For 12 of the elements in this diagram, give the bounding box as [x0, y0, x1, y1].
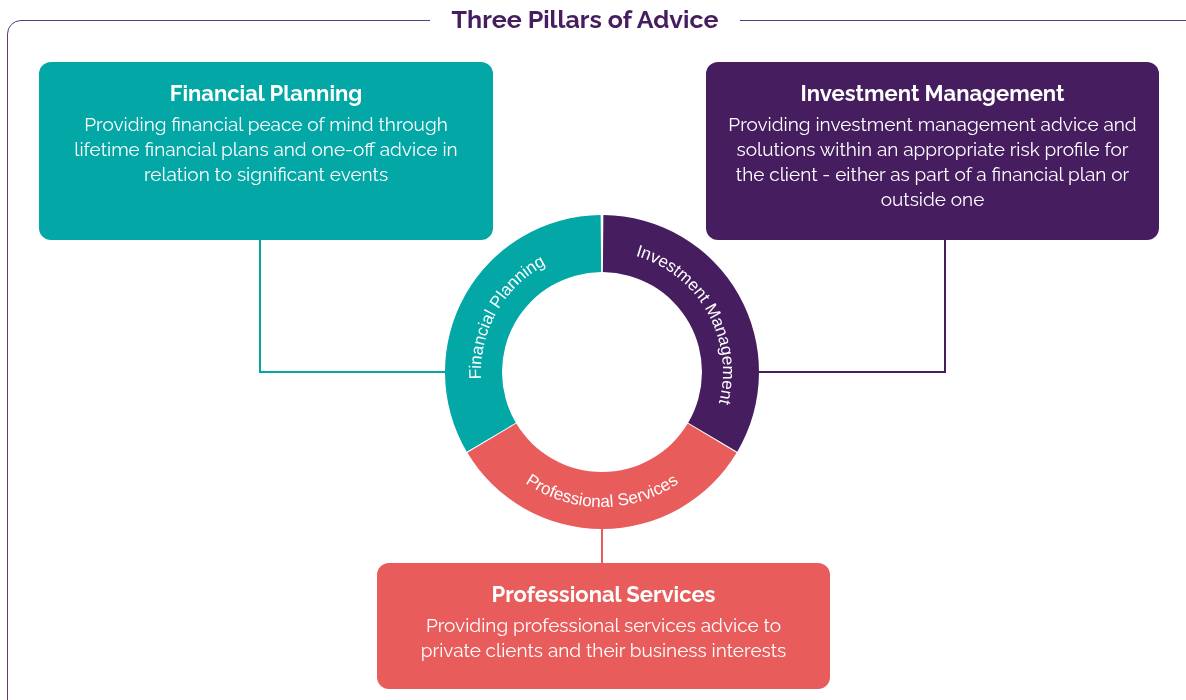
card-description: Providing investment management advice and solutions within an appropriate risk profile for the client - either as part of a financial plan or outside one [727, 112, 1138, 212]
card-heading: Professional Services [491, 580, 716, 609]
card-description: Providing professional services advice to private clients and their business interests [419, 613, 788, 663]
card-heading: Investment Management [800, 79, 1065, 108]
connector-line [601, 528, 603, 564]
connector-line [259, 239, 446, 373]
card-heading: Financial Planning [169, 79, 363, 108]
connector-line [758, 239, 946, 373]
pillar-card [377, 563, 830, 689]
pillar-card [39, 62, 493, 240]
pillar-card [706, 62, 1159, 240]
card-description: Providing financial peace of mind through lifetime financial plans and one-off advice in relation to significant events [73, 112, 459, 187]
